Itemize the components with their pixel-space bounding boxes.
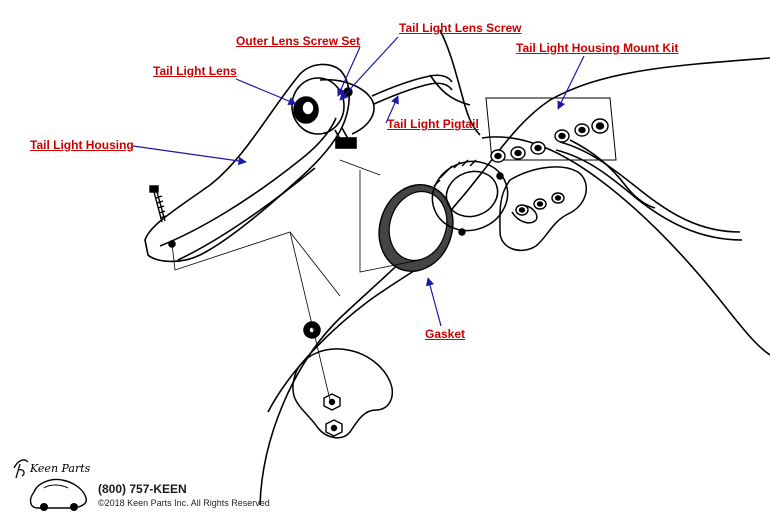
label-tail-light-lens[interactable]: Tail Light Lens	[153, 64, 237, 78]
label-tail-light-housing[interactable]: Tail Light Housing	[30, 138, 134, 152]
lower-nut	[323, 393, 343, 437]
leader-arrows	[132, 36, 585, 327]
label-tail-light-lens-screw[interactable]: Tail Light Lens Screw	[399, 21, 522, 35]
housing-mount-kit[interactable]	[485, 97, 617, 216]
housing-screw	[149, 185, 167, 223]
copyright-notice: ©2018 Keen Parts Inc. All Rights Reserve…	[98, 498, 270, 508]
tail-light-housing[interactable]	[144, 63, 350, 263]
logo-wordmark: Keen Parts	[29, 462, 91, 475]
keen-parts-logo: Keen Parts	[13, 459, 91, 511]
phone-number: (800) 757-KEEN	[98, 482, 187, 496]
label-outer-lens-screw-set[interactable]: Outer Lens Screw Set	[236, 34, 361, 48]
body-mount-plate	[499, 166, 588, 252]
assembly-guide-lines	[171, 159, 421, 401]
tail-light-pigtail[interactable]	[371, 74, 743, 241]
label-gasket[interactable]: Gasket	[425, 327, 466, 341]
label-tail-light-housing-mount-kit[interactable]: Tail Light Housing Mount Kit	[516, 41, 679, 55]
tail-light-lens[interactable]	[291, 77, 375, 149]
gasket[interactable]	[368, 175, 464, 281]
mounting-bezel	[431, 159, 509, 236]
label-tail-light-pigtail[interactable]: Tail Light Pigtail	[387, 117, 479, 131]
lower-bracket	[292, 321, 394, 439]
